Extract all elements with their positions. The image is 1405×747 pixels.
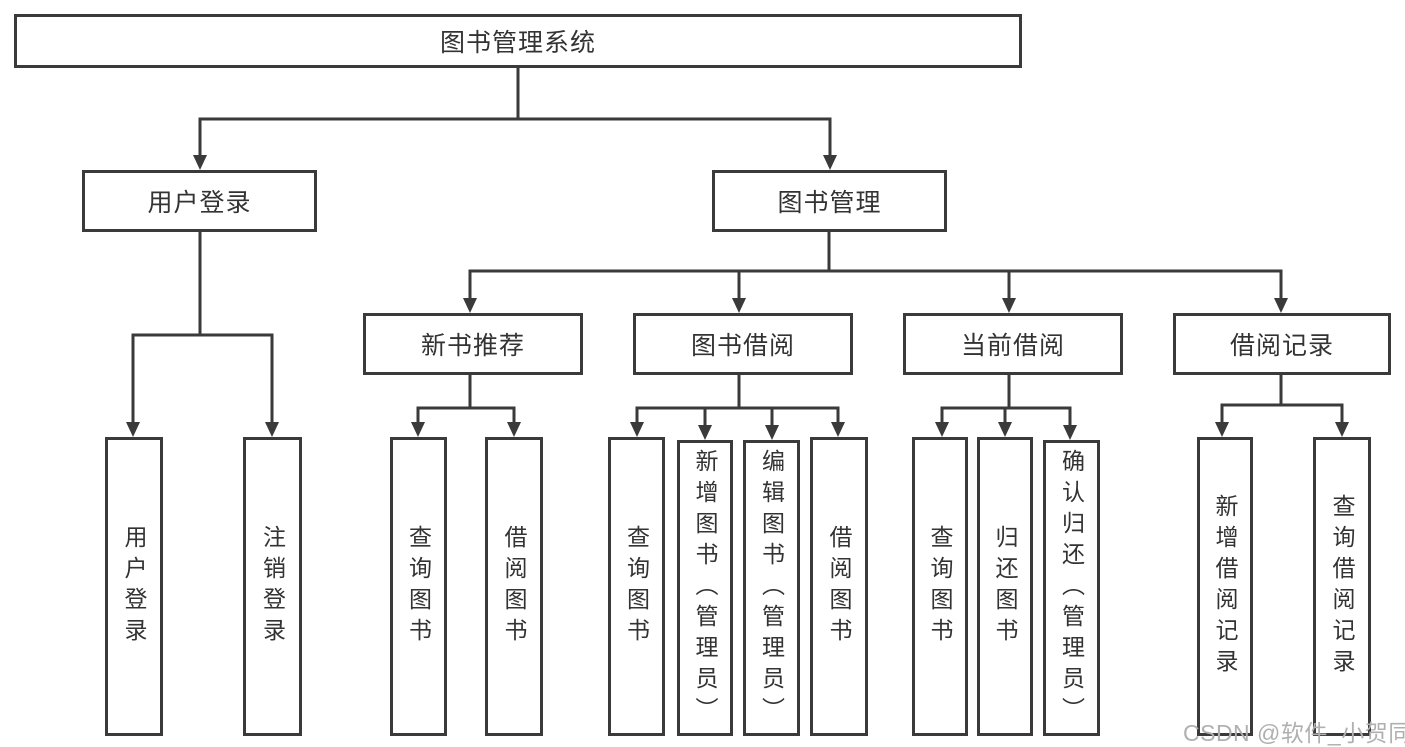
leaf-current-confirm-return-admin: 确认归还（管理员） bbox=[1043, 440, 1100, 736]
leaf-borrow-query-books: 查询图书 bbox=[608, 437, 665, 736]
arrowheads bbox=[126, 155, 1349, 440]
leaf-borrow-add-books-admin: 新增图书（管理员） bbox=[677, 440, 733, 736]
leaf-records-query-record: 查询借阅记录 bbox=[1313, 437, 1371, 736]
leaf-borrow-borrow-books: 借阅图书 bbox=[810, 437, 868, 736]
node-user-login: 用户登录 bbox=[82, 170, 317, 232]
csdn-watermark: CSDN @软件_小贺同学 bbox=[1183, 720, 1405, 746]
node-new-book-recommend: 新书推荐 bbox=[363, 313, 583, 375]
leaf-newbooks-borrow-books: 借阅图书 bbox=[485, 437, 543, 736]
leaf-current-query-books: 查询图书 bbox=[912, 437, 968, 736]
leaf-current-return-books: 归还图书 bbox=[977, 437, 1033, 736]
node-library-management-system: 图书管理系统 bbox=[14, 14, 1022, 68]
node-current-borrow: 当前借阅 bbox=[903, 313, 1123, 375]
leaf-borrow-edit-books-admin: 编辑图书（管理员） bbox=[743, 440, 800, 736]
node-book-management: 图书管理 bbox=[712, 170, 947, 232]
leaf-logout: 注销登录 bbox=[243, 437, 302, 736]
leaf-records-add-record: 新增借阅记录 bbox=[1197, 437, 1253, 736]
node-borrow-records: 借阅记录 bbox=[1173, 313, 1391, 375]
leaf-user-login: 用户登录 bbox=[105, 437, 163, 736]
leaf-newbooks-query-books: 查询图书 bbox=[390, 437, 447, 736]
node-book-borrow: 图书借阅 bbox=[633, 313, 853, 375]
